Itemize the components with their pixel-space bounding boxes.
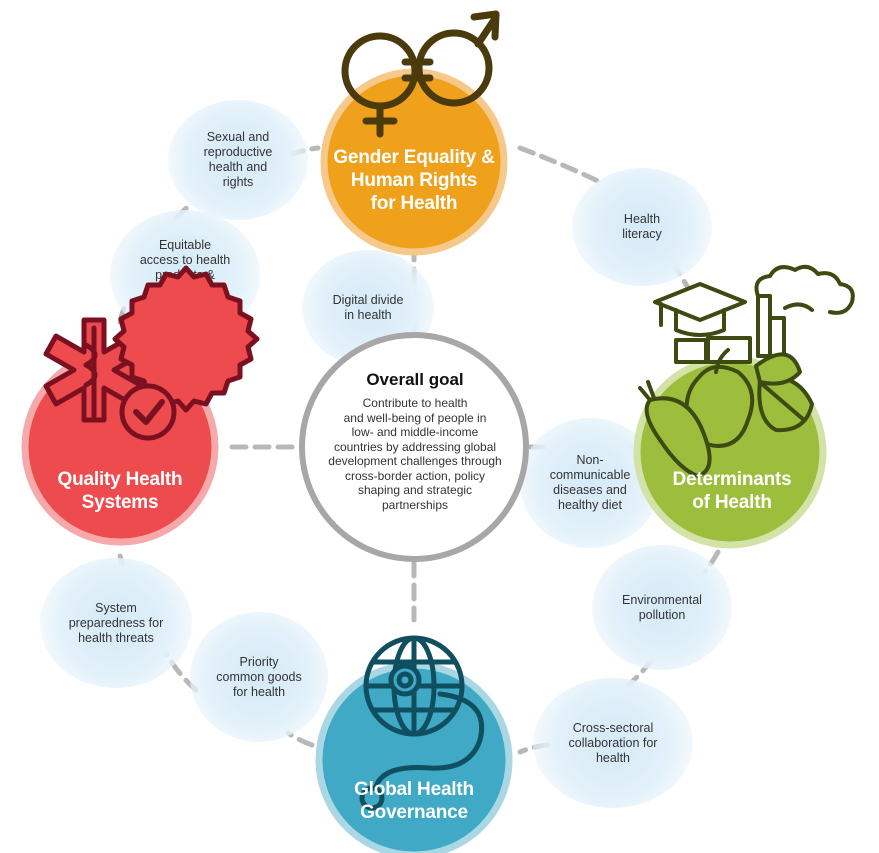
center-description: Contribute to health and well-being of p…: [328, 396, 502, 512]
globe-stethoscope-icon: [359, 635, 485, 811]
topic-label: Cross-sectoral collaboration for health: [568, 720, 658, 765]
topic-label: Digital divide in health: [332, 293, 404, 322]
topic-cross-sectoral-collaboration: Cross-sectoral collaboration for health: [533, 678, 693, 808]
topic-label: Priority common goods for health: [216, 654, 302, 699]
theme-label-gender: Gender Equality & Human Rights for Healt…: [333, 147, 495, 214]
topic-label: Sexual and reproductive health and right…: [203, 130, 273, 189]
topic-priority-common-goods: Priority common goods for health: [190, 612, 328, 742]
medical-star-badge-icon: [43, 265, 260, 441]
topic-label: Non- communicable diseases and healthy d…: [549, 453, 631, 512]
theme-label-quality: Quality Health Systems: [57, 469, 183, 513]
topic-system-preparedness: System preparedness for health threats: [40, 558, 192, 688]
center-title: Overall goal: [366, 370, 464, 389]
gender-symbols-icon: [341, 10, 500, 138]
topic-environmental-pollution: Environmental pollution: [592, 545, 732, 670]
topic-label: Health literacy: [622, 212, 662, 241]
topic-health-literacy: Health literacy: [572, 168, 712, 286]
theme-label-governance: Global Health Governance: [354, 779, 474, 823]
connector-gender-to-literacy: [517, 145, 605, 186]
theme-label-determinants: Determinants of Health: [672, 469, 792, 513]
topic-sexual-reproductive-health: Sexual and reproductive health and right…: [168, 100, 308, 220]
topic-label: System preparedness for health threats: [68, 600, 164, 645]
center-circle: [299, 332, 529, 562]
food-factory-education-icon: [638, 264, 855, 478]
topic-label: Environmental pollution: [622, 592, 702, 622]
